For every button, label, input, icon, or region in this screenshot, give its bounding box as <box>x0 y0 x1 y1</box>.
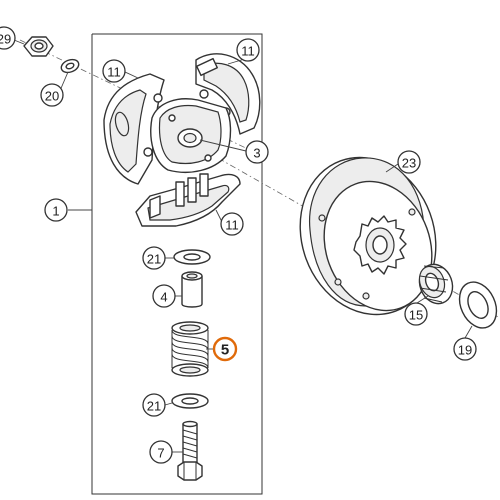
callout-15: 15 <box>404 302 428 326</box>
callout-21-upper-label: 21 <box>147 252 161 267</box>
part-15-needle-bearing <box>418 263 454 305</box>
callout-20: 20 <box>40 83 64 107</box>
drum-gear <box>353 215 407 275</box>
callout-21-lower: 21 <box>142 393 166 417</box>
part-11-clutch-shoe-lower <box>135 173 241 227</box>
part-23-clutch-drum <box>299 156 437 316</box>
part-7-bolt <box>177 420 203 481</box>
callout-19: 19 <box>453 337 477 361</box>
axis-line-lower <box>194 144 500 319</box>
callout-21-upper: 21 <box>142 246 166 270</box>
part-11-clutch-shoe-upper <box>195 53 261 135</box>
callout-11-lower: 11 <box>220 212 244 236</box>
callout-11-left-label: 11 <box>107 65 121 80</box>
part-3-carrier-plate <box>150 98 232 173</box>
callout-5-label: 5 <box>221 342 229 359</box>
callout-11-upper-label: 11 <box>241 44 255 59</box>
callout-4: 4 <box>152 284 176 308</box>
part-19-washer <box>458 281 498 329</box>
callout-19-label: 19 <box>458 343 472 358</box>
callout-15-label: 15 <box>409 308 423 323</box>
callout-1: 1 <box>44 198 68 222</box>
callout-3-label: 3 <box>253 146 260 161</box>
callout-1-label: 1 <box>52 204 59 219</box>
part-21-washer-lower <box>171 393 209 409</box>
part-11-clutch-shoe-left <box>103 73 165 185</box>
callout-11-lower-label: 11 <box>225 218 239 233</box>
callout-29-label: 29 <box>0 32 11 47</box>
callout-20-label: 20 <box>45 89 59 104</box>
callout-11-left: 11 <box>102 59 126 83</box>
part-4-spacer-sleeve <box>181 271 203 308</box>
callout-4-label: 4 <box>160 290 167 305</box>
callout-23-label: 23 <box>402 156 416 171</box>
part-20-washer <box>60 58 80 74</box>
part-5-spring <box>171 321 209 377</box>
callout-5-highlighted: 5 <box>212 336 238 362</box>
callout-3: 3 <box>245 140 269 164</box>
assembly-frame <box>91 33 263 495</box>
part-29-hex-nut <box>23 36 54 57</box>
callout-23: 23 <box>397 150 421 174</box>
callout-29: 29 <box>0 26 16 50</box>
callout-21-lower-label: 21 <box>147 399 161 414</box>
callout-11-upper: 11 <box>236 38 260 62</box>
callout-7-label: 7 <box>157 446 164 461</box>
callout-7: 7 <box>149 440 173 464</box>
part-21-washer-upper <box>173 249 211 265</box>
